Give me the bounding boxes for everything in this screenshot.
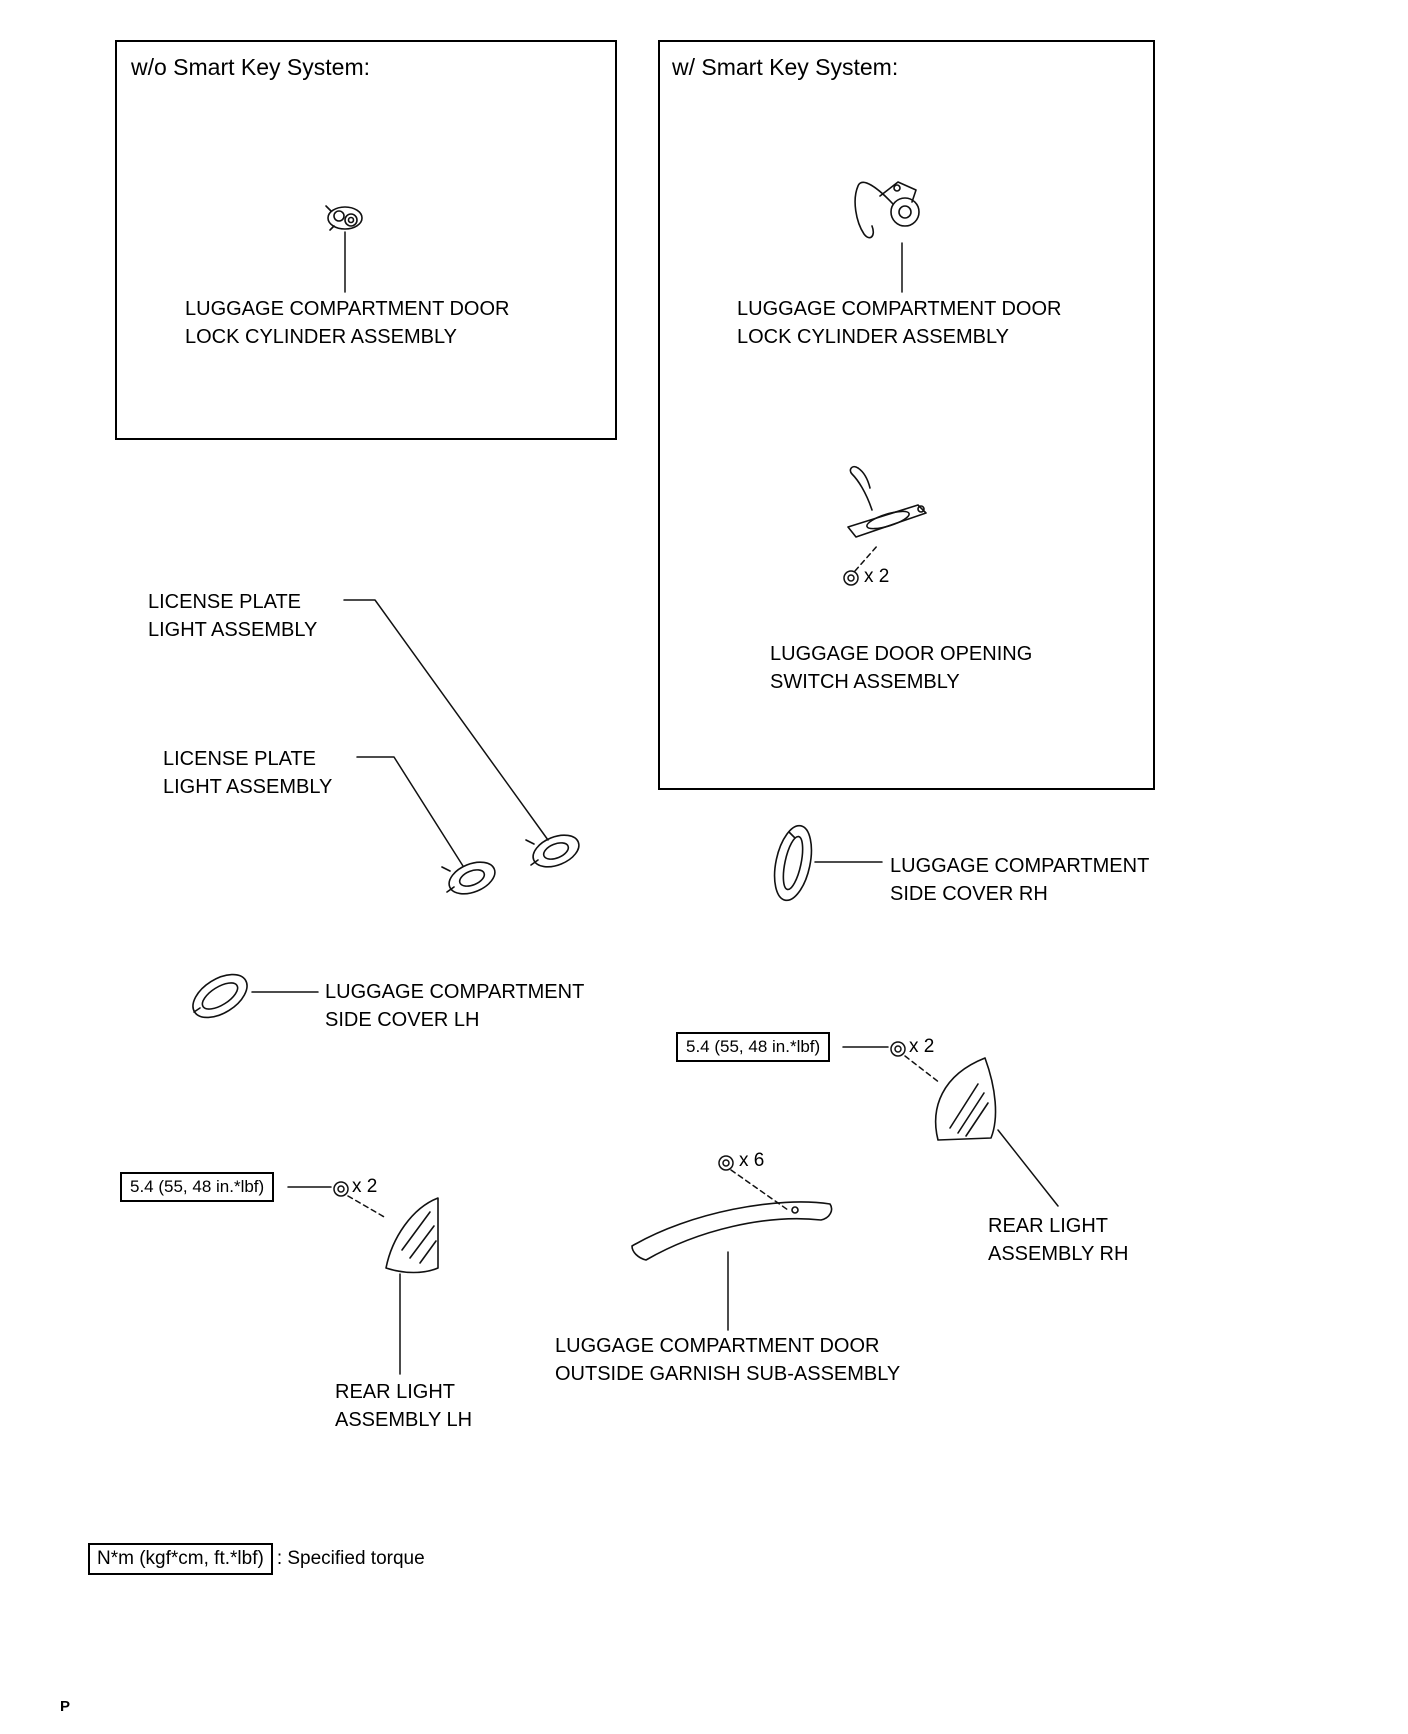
leader-license-plate-1	[343, 599, 549, 841]
with-smart-key-title: w/ Smart Key System:	[672, 54, 899, 80]
leader-switch-screw	[854, 544, 879, 572]
rear-light-rh-label: REAR LIGHT ASSEMBLY RH	[988, 1215, 1129, 1265]
license-plate-light-drawing-1	[525, 834, 580, 868]
side-cover-rh-label: LUGGAGE COMPARTMENT SIDE COVER RH	[890, 855, 1150, 905]
leader-rear-light-rh-screw	[904, 1055, 941, 1084]
torque-spec-lh: 5.4 (55, 48 in.*lbf)	[120, 1172, 275, 1202]
torque-legend-text: : Specified torque	[276, 1548, 425, 1569]
license-plate-label-1: LICENSE PLATE LIGHT ASSEMBLY	[148, 591, 318, 641]
rear-light-lh-drawing	[385, 1197, 439, 1274]
torque-legend-box: N*m (kgf*cm, ft.*lbf)	[88, 1543, 273, 1575]
without-smart-key-box	[115, 40, 617, 440]
opening-switch-drawing	[847, 465, 927, 538]
opening-switch-label: LUGGAGE DOOR OPENING SWITCH ASSEMBLY	[770, 643, 1033, 693]
page-marker: P	[60, 1698, 71, 1715]
lock-cylinder-label-left: LUGGAGE COMPARTMENT DOOR LOCK CYLINDER A…	[185, 298, 510, 348]
switch-screw-count: x 2	[864, 566, 890, 587]
garnish-screw-icon	[718, 1155, 734, 1171]
rear-light-rh-drawing	[934, 1057, 997, 1141]
garnish-label: LUGGAGE COMPARTMENT DOOR OUTSIDE GARNISH…	[555, 1335, 901, 1385]
torque-spec-rh: 5.4 (55, 48 in.*lbf)	[676, 1032, 831, 1062]
rear-light-rh-screw-icon	[890, 1041, 906, 1057]
rear-light-lh-screw-count: x 2	[352, 1176, 378, 1197]
side-cover-rh-drawing	[773, 824, 813, 902]
license-plate-label-2: LICENSE PLATE LIGHT ASSEMBLY	[163, 748, 333, 798]
torque-legend: N*m (kgf*cm, ft.*lbf) : Specified torque	[88, 1543, 425, 1575]
leader-rear-light-lh-screw	[347, 1195, 387, 1219]
side-cover-lh-drawing	[192, 973, 248, 1019]
side-cover-lh-label: LUGGAGE COMPARTMENT SIDE COVER LH	[325, 981, 585, 1031]
leader-license-plate-2	[356, 756, 464, 867]
rear-light-lh-screw-icon	[333, 1181, 349, 1197]
lock-cylinder-label-right: LUGGAGE COMPARTMENT DOOR LOCK CYLINDER A…	[737, 298, 1062, 348]
leader-rear-light-rh	[997, 1129, 1059, 1207]
without-smart-key-title: w/o Smart Key System:	[131, 54, 371, 80]
lock-cylinder-drawing-right	[854, 181, 920, 239]
garnish-screw-count: x 6	[739, 1150, 765, 1171]
switch-screw-icon	[843, 570, 859, 586]
garnish-drawing	[631, 1201, 833, 1261]
license-plate-light-drawing-2	[441, 861, 496, 895]
rear-light-rh-screw-count: x 2	[909, 1036, 935, 1057]
lock-cylinder-drawing-left	[325, 205, 363, 231]
with-smart-key-box	[658, 40, 1155, 790]
rear-light-lh-label: REAR LIGHT ASSEMBLY LH	[335, 1381, 473, 1431]
